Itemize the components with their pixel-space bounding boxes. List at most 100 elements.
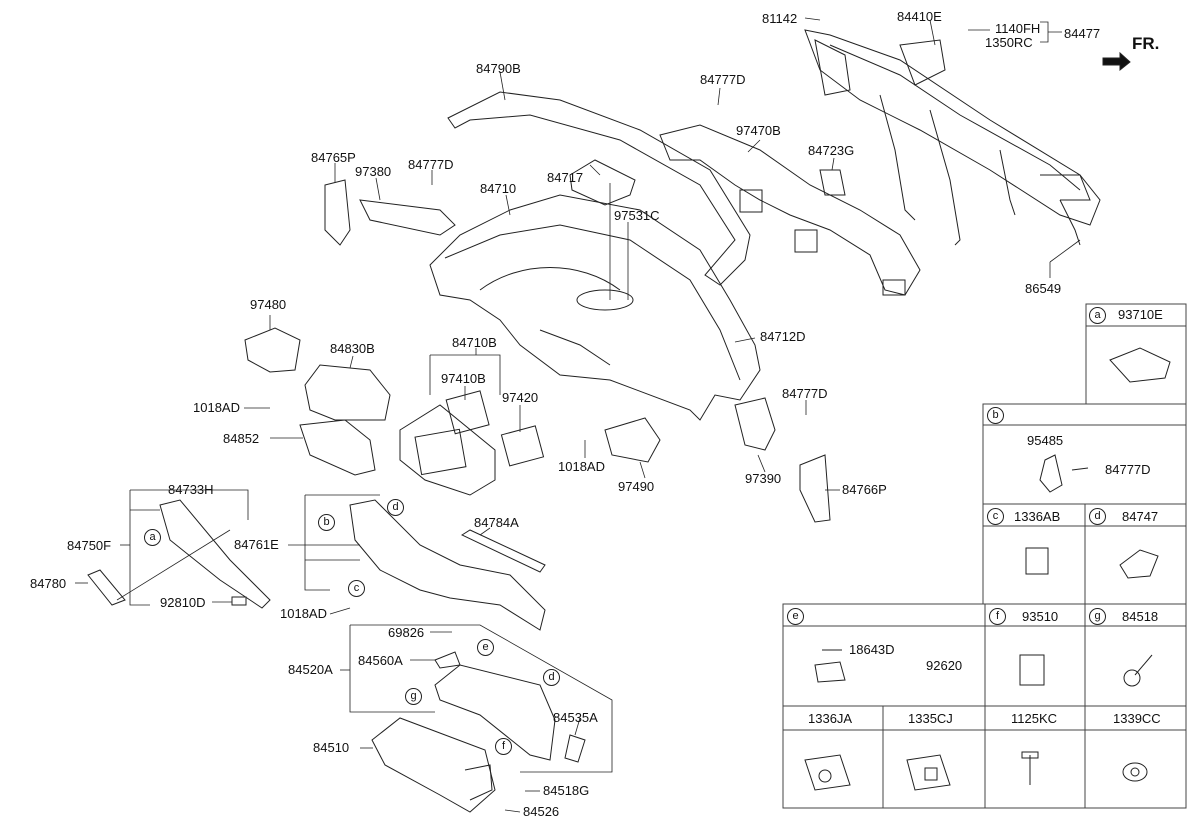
- legend-f-letter: f: [989, 608, 1006, 625]
- legend-a-letter: a: [1089, 307, 1106, 324]
- lower-crash-pad: [349, 499, 546, 631]
- legend-d-letter: d: [1089, 508, 1106, 525]
- center-vent-left: [445, 390, 490, 435]
- callout-b: b: [318, 514, 335, 531]
- label-84777D-right: 84777D: [782, 386, 828, 401]
- label-84410E: 84410E: [897, 9, 942, 24]
- label-84777D-top: 84777D: [700, 72, 746, 87]
- left-vent: [244, 327, 301, 373]
- label-86549: 86549: [1025, 281, 1062, 296]
- label-84520A: 84520A: [288, 662, 333, 677]
- left-duct: [359, 199, 456, 236]
- label-84710: 84710: [480, 181, 517, 196]
- label-81142: 81142: [762, 11, 798, 26]
- front-indicator-label: FR.: [1132, 34, 1160, 53]
- legend-e-part2: 92620: [926, 658, 963, 673]
- legend-g-letter: g: [1089, 608, 1106, 625]
- label-1018AD-lower: 1018AD: [280, 606, 327, 621]
- label-97480: 97480: [250, 297, 287, 312]
- label-84750F: 84750F: [67, 538, 112, 553]
- label-84765P: 84765P: [311, 150, 356, 165]
- glove-box-housing: [434, 664, 556, 761]
- label-84777D-left: 84777D: [408, 157, 454, 172]
- label-92810D: 92810D: [160, 595, 206, 610]
- legend-e-part1: 18643D: [849, 642, 895, 657]
- legend-c-letter: c: [987, 508, 1004, 525]
- passenger-airbag-cover: [569, 159, 636, 206]
- trim-strip: [460, 529, 546, 573]
- callout-d-glovebox: d: [543, 669, 560, 686]
- defroster-cover: [447, 91, 751, 286]
- crash-pad-main: [429, 194, 761, 421]
- side-cover-right: [799, 454, 831, 523]
- legend-grid: [782, 303, 1187, 809]
- bracket-84535A: [564, 734, 586, 763]
- label-84733H: 84733H: [168, 482, 214, 497]
- label-1140FH: 1140FH: [995, 21, 1041, 36]
- crossbar-assembly: [804, 29, 1101, 246]
- label-97531C: 97531C: [614, 208, 660, 223]
- bracket: [819, 169, 846, 196]
- label-1018AD-left: 1018AD: [193, 400, 240, 415]
- callout-c: c: [348, 580, 365, 597]
- callout-g: g: [405, 688, 422, 705]
- legend-b-part1: 95485: [1027, 433, 1064, 448]
- callout-d: d: [387, 499, 404, 516]
- leader-lines: [75, 17, 1081, 813]
- front-arrow: [1102, 51, 1131, 72]
- small-cover: [87, 569, 126, 606]
- label-84477: 84477: [1064, 26, 1101, 41]
- callout-e: e: [477, 639, 494, 656]
- right-vent: [604, 417, 661, 463]
- legend-b-part2: 84777D: [1105, 462, 1151, 477]
- label-84780: 84780: [30, 576, 67, 591]
- legend-a-part: 93710E: [1118, 307, 1163, 322]
- cluster-housing: [304, 364, 391, 421]
- lower-shroud: [299, 419, 376, 476]
- label-84560A: 84560A: [358, 653, 403, 668]
- label-97390: 97390: [745, 471, 782, 486]
- label-84526: 84526: [523, 804, 560, 819]
- glove-box-latch: [434, 651, 461, 669]
- right-duct: [734, 397, 776, 451]
- legend-d-part: 84747: [1122, 509, 1159, 524]
- label-84535A: 84535A: [553, 710, 598, 725]
- legend-b-letter: b: [987, 407, 1004, 424]
- lower-panel-left: [159, 499, 271, 609]
- label-84790B: 84790B: [476, 61, 521, 76]
- legend-bottom-4: 1339CC: [1113, 711, 1161, 726]
- legend-e-letter: e: [787, 608, 804, 625]
- glove-box-door: [371, 717, 496, 813]
- side-duct: [659, 124, 921, 296]
- callout-a: a: [144, 529, 161, 546]
- label-97420: 97420: [502, 390, 539, 405]
- label-97380: 97380: [355, 164, 392, 179]
- label-1018AD-center: 1018AD: [558, 459, 605, 474]
- legend-bottom-2: 1335CJ: [908, 711, 953, 726]
- legend-bottom-1: 1336JA: [808, 711, 853, 726]
- label-84766P: 84766P: [842, 482, 887, 497]
- label-84518G: 84518G: [543, 783, 590, 798]
- label-84510: 84510: [313, 740, 350, 755]
- label-84717: 84717: [547, 170, 584, 185]
- center-garnish: [399, 404, 496, 496]
- label-84761E: 84761E: [234, 537, 279, 552]
- label-84852: 84852: [223, 431, 260, 446]
- label-84710B: 84710B: [452, 335, 497, 350]
- side-cover-left: [324, 179, 351, 246]
- center-vent-right: [500, 425, 545, 467]
- legend-bottom-3: 1125KC: [1011, 711, 1058, 726]
- label-84723G: 84723G: [808, 143, 855, 158]
- legend-f-part: 93510: [1022, 609, 1059, 624]
- label-84712D: 84712D: [760, 329, 806, 344]
- label-84784A: 84784A: [474, 515, 519, 530]
- legend-c-part: 1336AB: [1014, 509, 1061, 524]
- label-69826: 69826: [388, 625, 425, 640]
- label-1350RC: 1350RC: [985, 35, 1033, 50]
- callout-f: f: [495, 738, 512, 755]
- legend-g-part: 84518: [1122, 609, 1159, 624]
- clip-92810D: [231, 596, 247, 606]
- legend-icons: [804, 347, 1171, 791]
- label-97490: 97490: [618, 479, 655, 494]
